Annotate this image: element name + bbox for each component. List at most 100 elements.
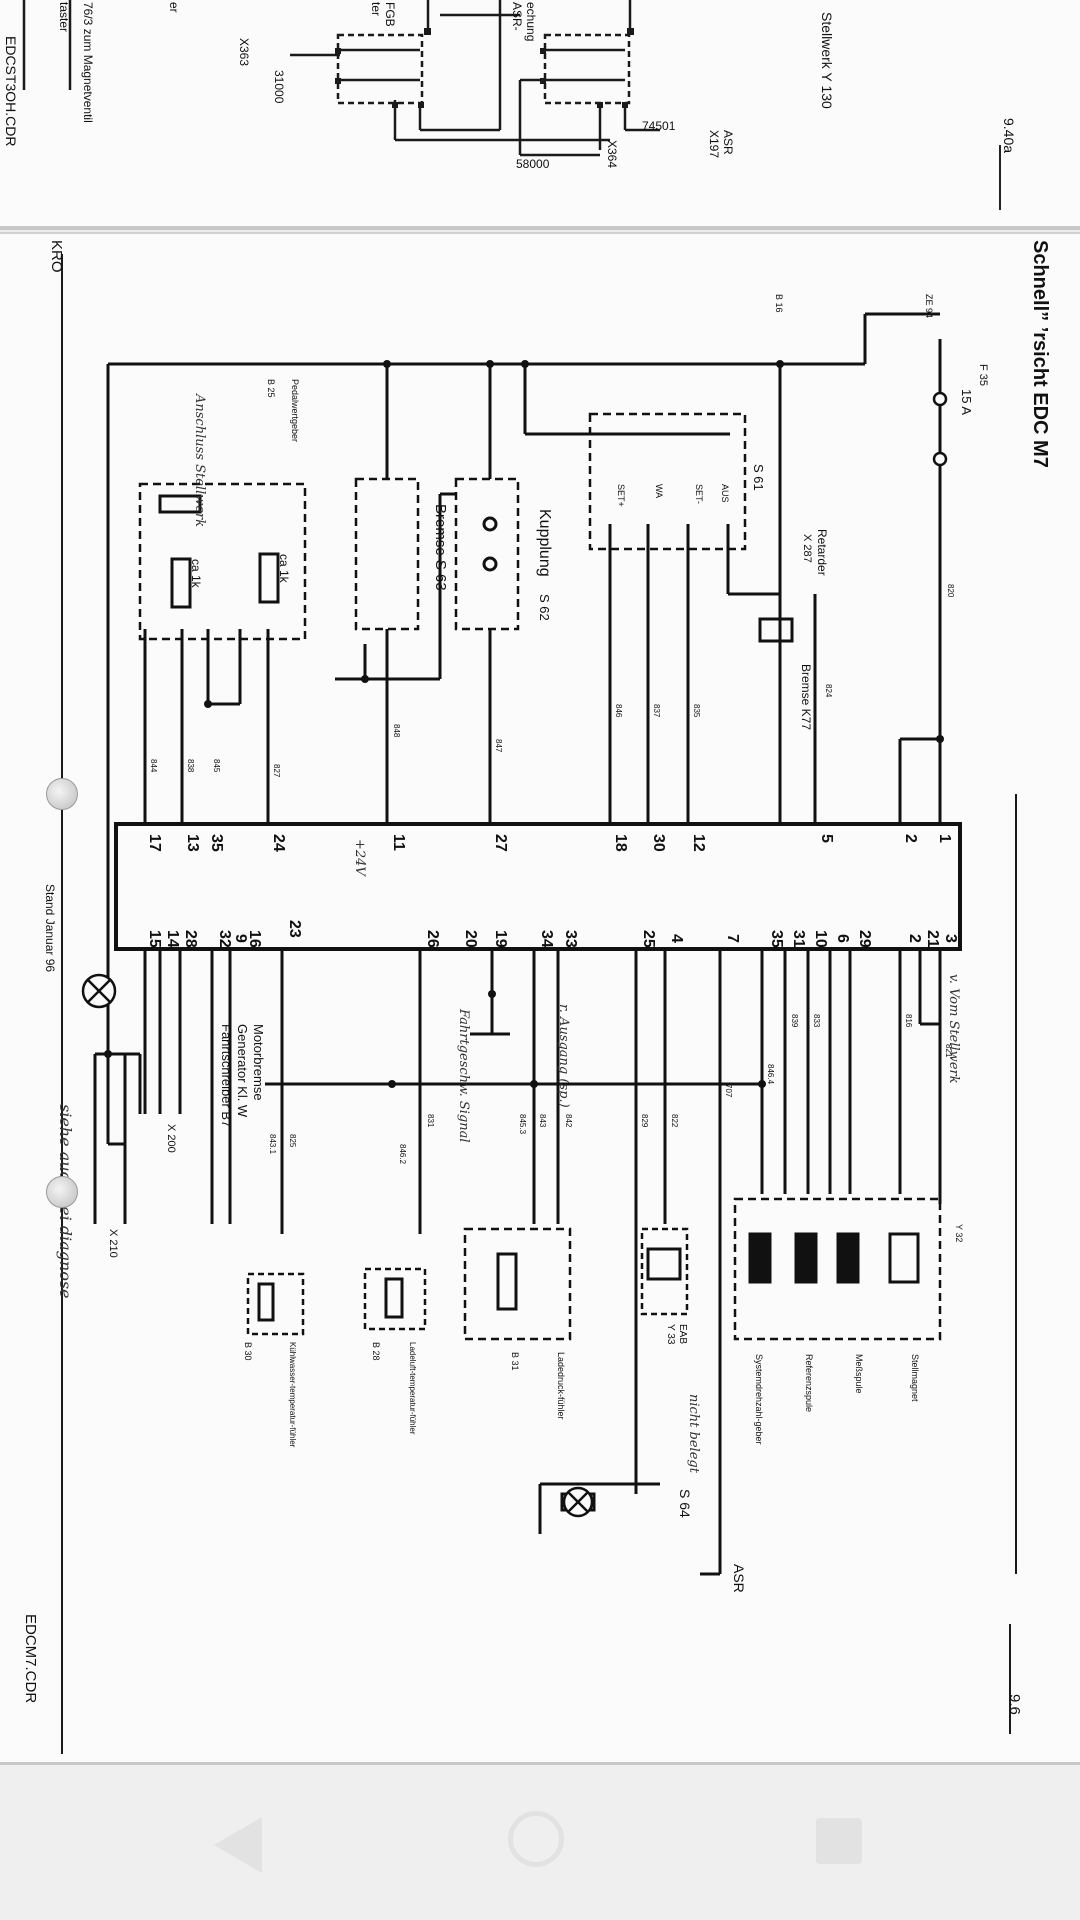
wire-label: 848 <box>392 724 401 738</box>
page-scroll-handle-bottom[interactable] <box>46 1176 78 1208</box>
label-x210: X 210 <box>107 1229 119 1258</box>
label-ladedruck: Ladedruck-fühler <box>556 1352 566 1420</box>
label-messspule: Meßspule <box>854 1354 864 1394</box>
page-scroll-handle-top[interactable] <box>46 778 78 810</box>
main-page-number: 9.6 <box>1006 1694 1023 1715</box>
label-s62: S 62 <box>537 594 552 621</box>
previous-document-page[interactable]: taster 76/3 zum Magnetventil er ter FGB … <box>0 0 1080 230</box>
label-bremse-k77: Bremse K77 <box>799 664 813 730</box>
stand-date: Stand Januar 96 <box>43 884 57 972</box>
ecu-right-pin: 7 <box>724 934 741 943</box>
label-bremse-s63: Bremse S 63 <box>432 504 449 591</box>
label-pedalgeber: Pedalwertgeber <box>290 379 300 442</box>
connector-x364: X364 <box>605 140 619 168</box>
wire-label: 707 <box>724 1084 733 1098</box>
wire-label: 822 <box>670 1114 679 1128</box>
wire-label: 842 <box>564 1114 573 1128</box>
previous-page-drawing: taster 76/3 zum Magnetventil er ter FGB … <box>3 0 1017 210</box>
ecu-right-pin: 20 <box>462 930 479 948</box>
main-page-filename: EDCM7.CDR <box>22 1614 39 1703</box>
ecu-left-pin: 2 <box>902 834 919 843</box>
ecu-right-pin: 14 <box>164 930 181 948</box>
wire-label: 837 <box>652 704 661 718</box>
connector-x363: X363 <box>237 38 251 66</box>
label-kuehlwasser: Kühlwasser-temperatur-fühler <box>288 1342 297 1448</box>
label-asr: ASR <box>731 1564 747 1593</box>
label-set-minus: SET- <box>694 484 704 504</box>
wire-label: 843.1 <box>268 1134 277 1155</box>
main-page-title: Schnell” ’rsicht EDC M7 <box>1029 240 1051 468</box>
ecu-right-pin: 4 <box>668 934 685 943</box>
ecu-right-pin: 26 <box>424 930 441 948</box>
label-b31: B 31 <box>510 1352 520 1371</box>
ecu-right-pin: 33 <box>562 930 579 948</box>
wire-label: 824 <box>824 684 833 698</box>
handwritten-note: Fahrtgeschw. Signal <box>456 1008 471 1143</box>
ecu-left-pin: 1 <box>936 834 953 843</box>
label-stellmagnet: Stellmagnet <box>910 1354 920 1402</box>
wire-label: 839 <box>790 1014 799 1028</box>
wire-label: 833 <box>812 1014 821 1028</box>
handwritten-note: nicht belegt <box>686 1394 701 1474</box>
wire-label: 816 <box>904 1014 913 1028</box>
ecu-left-pin: 35 <box>208 834 225 852</box>
label-ca1k-b: ca 1k <box>277 554 291 584</box>
label-y32: Y 32 <box>954 1224 964 1242</box>
label-ze94: ZE 94 <box>924 294 934 318</box>
label-s61: S 61 <box>751 464 766 491</box>
wire-label: 846 <box>614 704 623 718</box>
ecu-left-pin: 27 <box>492 834 509 852</box>
label-b30: B 30 <box>243 1342 253 1361</box>
label-b28: B 28 <box>371 1342 381 1361</box>
ecu-right-pin: 19 <box>492 930 509 948</box>
label-x200: X 200 <box>165 1124 177 1153</box>
label-y33: Y 33 <box>665 1324 676 1345</box>
label-aus: AUS <box>720 484 730 503</box>
top-page-title: Stellwerk Y 130 <box>819 12 835 109</box>
ecu-right-pin: 21 <box>924 930 941 948</box>
ecu-left-pin: 18 <box>612 834 629 852</box>
edge-text-ter: ter <box>369 2 383 16</box>
asr-label-2: echung <box>524 2 538 41</box>
label-x287: X 287 <box>801 534 813 563</box>
asr-plug-label: ASR <box>721 130 735 155</box>
ecu-right-pin: 15 <box>146 930 163 948</box>
label-kupplung: Kupplung <box>536 509 553 577</box>
ecu-right-pin: 10 <box>812 930 829 948</box>
handwritten-note: r. Ausgang (sp.) <box>556 1004 571 1108</box>
back-icon[interactable] <box>214 1817 262 1873</box>
document-page-9-6[interactable]: Schnell” ’rsicht EDC M7 9.6 EDCM7.CDR KR… <box>0 232 1080 1767</box>
ecu-left-pin: 30 <box>650 834 667 852</box>
ecu-right-pin: 35 <box>768 930 785 948</box>
ecu-right-pin: 16 <box>246 930 263 948</box>
ecu-left-pin: 17 <box>146 834 163 852</box>
wiring-diagram: Schnell” ’rsicht EDC M7 9.6 EDCM7.CDR KR… <box>22 240 1051 1754</box>
label-ca1k-a: ca 1k <box>189 559 203 589</box>
label-fahrtschreiber: Fahrtschreiber B7 <box>219 1024 234 1127</box>
ecu-left-pin: 11 <box>390 834 407 851</box>
label-motorbremse: Motorbremse <box>251 1024 266 1101</box>
top-page-filename: EDCST3OH.CDR <box>3 36 19 146</box>
edge-text-fgb: FGB <box>383 2 397 27</box>
top-page-number: 9.40a <box>1001 118 1017 153</box>
recent-apps-icon[interactable] <box>816 1818 862 1864</box>
ecu-right-pin: 23 <box>286 920 303 938</box>
ecu-right-pin: 3 <box>942 934 959 943</box>
ecu-right-pin: 2 <box>906 934 923 943</box>
ecu-left-pin: 5 <box>818 834 835 843</box>
wire-label: 845 <box>212 759 221 773</box>
wire-label: 829 <box>640 1114 649 1128</box>
wire-74501: 74501 <box>642 119 676 133</box>
home-icon[interactable] <box>508 1811 564 1867</box>
wire-label: 843 <box>538 1114 547 1128</box>
ecu-left-pin: 13 <box>184 834 201 852</box>
asr-plug-x197: X197 <box>707 130 721 158</box>
wire-label: 820 <box>946 584 955 598</box>
left-tag-kro: KRO <box>48 240 65 273</box>
wire-label: 831 <box>426 1114 435 1128</box>
wire-58000: 58000 <box>516 157 550 171</box>
asr-label: ASR- <box>510 2 524 31</box>
label-s64: S 64 <box>677 1489 693 1518</box>
label-b16: B 16 <box>774 294 784 313</box>
ecu-left-pin: 12 <box>690 834 707 852</box>
